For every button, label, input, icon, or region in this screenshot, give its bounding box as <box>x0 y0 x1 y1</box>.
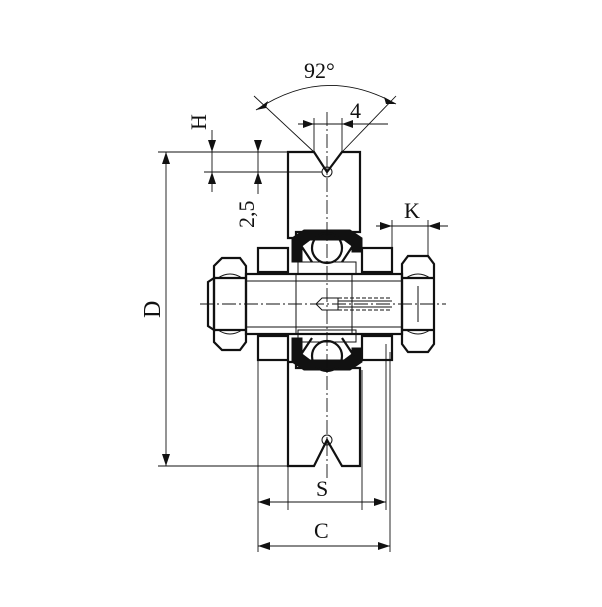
bearing-seal-upper <box>299 243 355 263</box>
groove-width-dimension: 4 <box>298 98 388 152</box>
spacer-left-upper <box>256 246 290 274</box>
right-nut <box>400 254 436 354</box>
right-nut-outline <box>400 254 436 354</box>
height-dimension: H <box>186 114 322 192</box>
height-label: H <box>186 114 211 130</box>
diameter-dimension: D <box>140 151 288 467</box>
angle-dimension: 92° <box>253 58 397 153</box>
angle-arc <box>255 84 397 111</box>
s-label: S <box>316 476 328 501</box>
diameter-label: D <box>140 301 166 318</box>
s-dimension: S <box>257 344 387 552</box>
threaded-hole <box>315 297 339 311</box>
k-dimension: K <box>376 198 448 256</box>
wheel-body <box>286 150 362 468</box>
left-nut <box>206 256 248 352</box>
bearing-seal-lower <box>299 337 355 357</box>
spacer-right-upper <box>360 246 394 274</box>
k-label: K <box>404 198 420 223</box>
wheel-lower-section <box>286 360 362 468</box>
c-label: C <box>314 518 329 543</box>
spacers <box>256 246 394 362</box>
groove-depth-dimension: 2,5 <box>234 140 262 228</box>
groove-width-label: 4 <box>350 98 361 123</box>
wheel-upper-section <box>286 150 362 240</box>
spacer-right-lower <box>360 334 394 362</box>
groove-depth-label: 2,5 <box>234 201 259 229</box>
angle-label: 92° <box>304 58 335 83</box>
c-dimension: C <box>258 352 391 552</box>
spacer-left-lower <box>256 334 290 362</box>
